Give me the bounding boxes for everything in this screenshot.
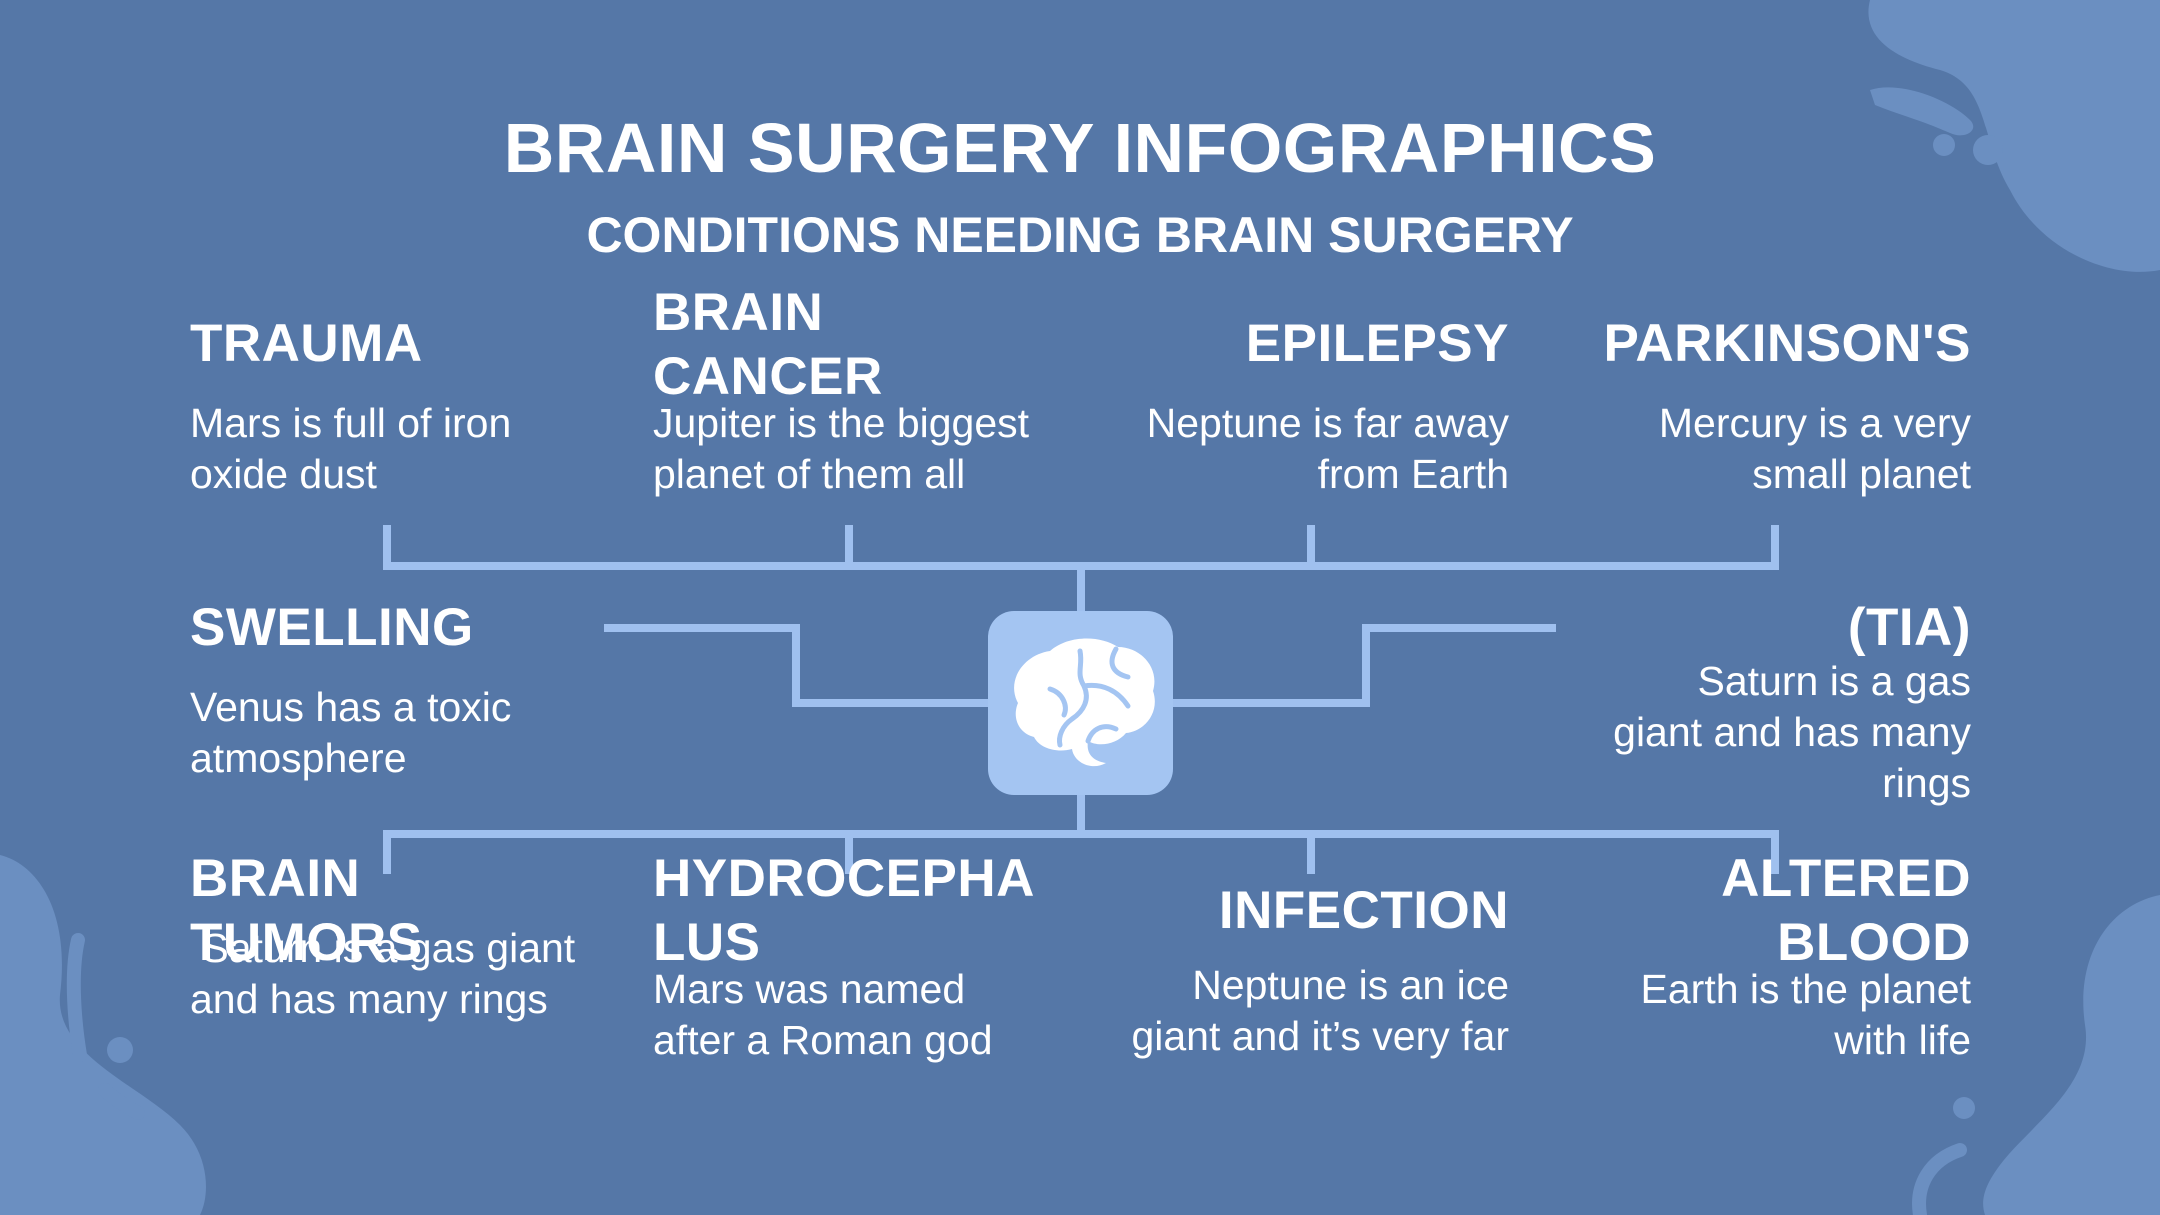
condition-text: Earth is the planet with life: [1640, 966, 1971, 1063]
condition-text: Neptune is an ice giant and it’s very fa…: [1131, 962, 1509, 1059]
condition-title: BRAIN CANCER: [653, 283, 883, 406]
condition-hydrocephalus: HYDROCEPHALUS Mars was named after a Rom…: [653, 847, 1053, 1066]
condition-text: Mars was named after a Roman god: [653, 966, 993, 1063]
brain-icon-box: [988, 611, 1173, 795]
bottom-connector: [383, 830, 1779, 874]
condition-title: (TIA): [1847, 598, 1971, 657]
condition-title: HYDROCEPHALUS: [653, 849, 1035, 972]
condition-title: EPILEPSY: [1245, 314, 1509, 373]
right-connector: [1173, 624, 1556, 707]
left-connector: [604, 624, 988, 707]
condition-title: ALTERED BLOOD: [1721, 849, 1971, 972]
condition-text: Jupiter is the biggest planet of them al…: [653, 400, 1030, 497]
condition-text: Neptune is far away from Earth: [1146, 400, 1509, 497]
condition-tia: (TIA) Saturn is a gas giant and has many…: [1571, 596, 1971, 809]
condition-title: BRAIN TUMORS: [190, 849, 423, 972]
decorative-blob-bottom-left: [0, 855, 206, 1215]
condition-title: TRAUMA: [190, 314, 423, 373]
condition-text: Saturn is a gas giant and has many rings: [1613, 658, 1971, 806]
condition-title: INFECTION: [1218, 881, 1509, 940]
condition-title: PARKINSON'S: [1603, 314, 1971, 373]
condition-text: Mercury is a very small planet: [1658, 400, 1971, 497]
decorative-blob-top-right: [1868, 0, 2160, 272]
condition-trauma: TRAUMA Mars is full of iron oxide dust: [190, 312, 590, 500]
condition-parkinsons: PARKINSON'S Mercury is a very small plan…: [1571, 312, 1971, 500]
condition-text: Mars is full of iron oxide dust: [190, 400, 512, 497]
decorative-blob-bottom-right: [1912, 895, 2160, 1215]
page-title: BRAIN SURGERY INFOGRAPHICS: [503, 109, 1657, 187]
condition-altered-blood: ALTERED BLOOD Earth is the planet with l…: [1571, 847, 1971, 1066]
brain-icon: [1014, 638, 1155, 767]
condition-title: SWELLING: [190, 598, 474, 657]
condition-text: Venus has a toxic atmosphere: [190, 684, 512, 781]
condition-brain-cancer: BRAIN CANCER Jupiter is the biggest plan…: [653, 281, 1053, 500]
condition-infection: INFECTION Neptune is an ice giant and it…: [1109, 879, 1509, 1062]
top-connector: [383, 525, 1779, 570]
condition-epilepsy: EPILEPSY Neptune is far away from Earth: [1109, 312, 1509, 500]
condition-text: Saturn is a gas giant and has many rings: [190, 925, 587, 1022]
page-subtitle: CONDITIONS NEEDING BRAIN SURGERY: [586, 207, 1574, 263]
condition-swelling: SWELLING Venus has a toxic atmosphere: [190, 596, 590, 784]
condition-brain-tumors: BRAIN TUMORS Saturn is a gas giant and h…: [190, 847, 590, 1025]
